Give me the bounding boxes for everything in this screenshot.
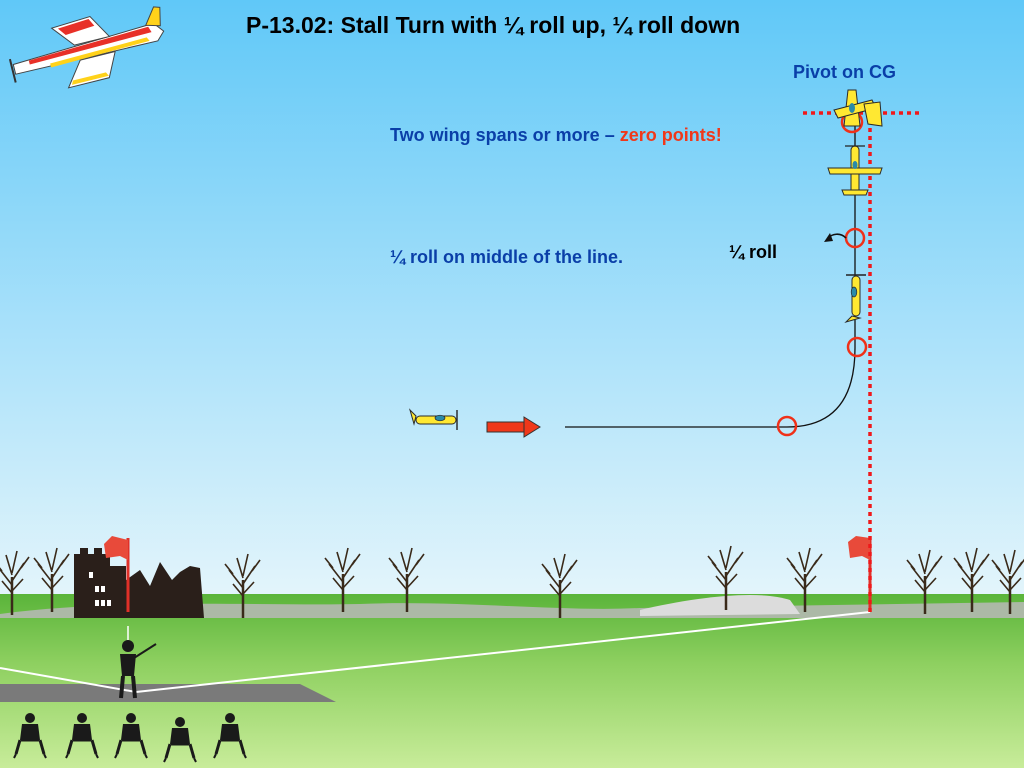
- grass-field: [0, 594, 1024, 768]
- sight-line-right: [135, 611, 871, 693]
- wingspan-note-text: Two wing spans or more –: [390, 125, 620, 145]
- sight-line-left: [0, 667, 137, 693]
- roll-position-note: ¼ roll on middle of the line.: [390, 247, 624, 267]
- checkpoint-circle: [776, 415, 798, 437]
- roll-arrowhead: [824, 233, 833, 242]
- page-title: P-13.02: Stall Turn with ¼ roll up, ¼ ro…: [246, 12, 741, 38]
- flag-icon: [104, 536, 128, 560]
- wingspan-note: Two wing spans or more – zero points!: [390, 122, 750, 149]
- small-plane-icon: [827, 145, 883, 196]
- quarter-roll-label: ¼ roll: [729, 242, 778, 262]
- sand-patch: [640, 595, 800, 616]
- flag-left: [104, 536, 130, 612]
- flag-right: [848, 536, 872, 612]
- pivot-label: Pivot on CG: [793, 62, 896, 82]
- castle-silhouette: [74, 548, 204, 618]
- small-plane-icon: [833, 89, 883, 127]
- aerobatic-plane-logo: [8, 6, 165, 89]
- flag-icon: [848, 536, 870, 560]
- direction-arrow-icon: [486, 416, 541, 438]
- zero-points-highlight: zero points!: [619, 125, 722, 145]
- pilot-silhouette: [119, 626, 157, 699]
- checkpoint-circle: [846, 336, 868, 358]
- runway: [0, 684, 336, 702]
